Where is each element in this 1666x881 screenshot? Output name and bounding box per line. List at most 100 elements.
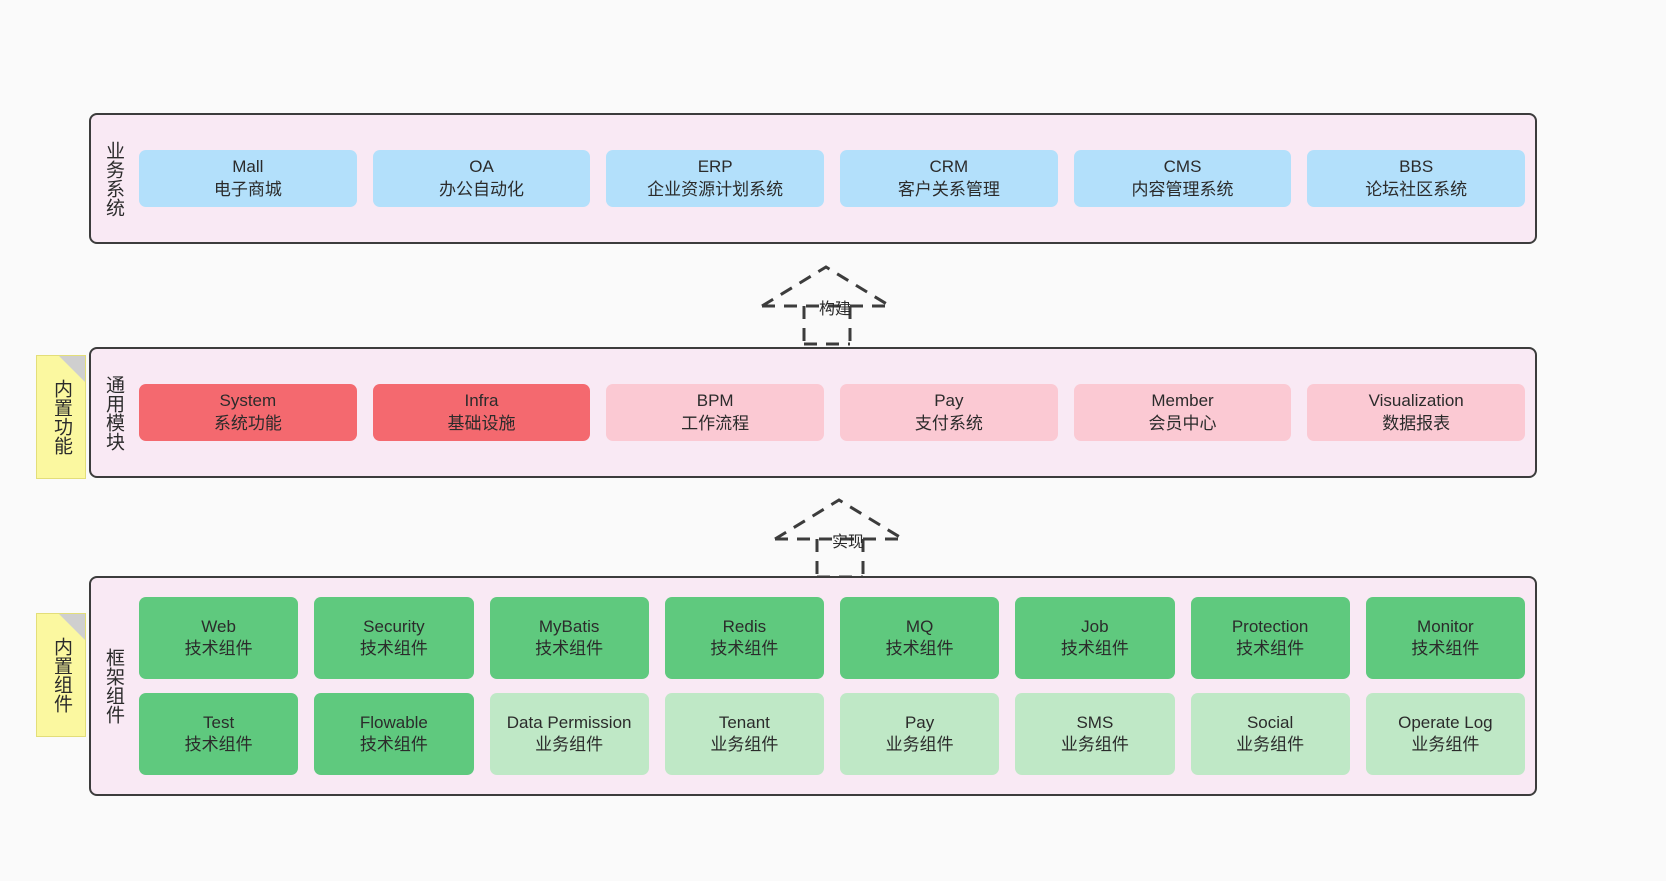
folded-corner-icon bbox=[59, 356, 85, 382]
node-sms[interactable]: SMS 业务组件 bbox=[1015, 693, 1175, 775]
sticky-note-builtin-feature: 内置功能 bbox=[36, 355, 86, 479]
node-mybatis[interactable]: MyBatis 技术组件 bbox=[489, 597, 649, 679]
node-crm[interactable]: CRM 客户关系管理 bbox=[840, 150, 1058, 207]
sticky-note-text: 内置组件 bbox=[51, 637, 73, 713]
node-subtitle: 客户关系管理 bbox=[897, 179, 1000, 199]
layer-title-business: 业务系统 bbox=[103, 140, 125, 217]
node-pay-business[interactable]: Pay 业务组件 bbox=[840, 693, 1000, 775]
node-title: Member bbox=[1151, 391, 1214, 411]
sticky-note-text: 内置功能 bbox=[51, 379, 73, 455]
node-subtitle: 支付系统 bbox=[914, 413, 983, 433]
folded-corner-icon bbox=[59, 614, 85, 640]
layer-title-common: 通用模块 bbox=[103, 374, 125, 451]
node-subtitle: 基础设施 bbox=[447, 413, 516, 433]
node-bpm[interactable]: BPM 工作流程 bbox=[606, 384, 825, 441]
node-row: Mall 电子商城 OA 办公自动化 ERP 企业资源计划系统 CRM 客户关系… bbox=[139, 150, 1526, 207]
node-subtitle: 业务组件 bbox=[535, 735, 604, 754]
node-title: System bbox=[219, 391, 277, 411]
node-subtitle: 业务组件 bbox=[710, 735, 779, 754]
node-title: CRM bbox=[929, 157, 969, 177]
node-subtitle: 技术组件 bbox=[1236, 639, 1305, 658]
node-subtitle: 技术组件 bbox=[359, 735, 428, 754]
node-title: Pay bbox=[934, 391, 964, 411]
node-title: OA bbox=[469, 157, 494, 177]
node-title: Tenant bbox=[718, 712, 770, 732]
node-mq[interactable]: MQ 技术组件 bbox=[840, 597, 1000, 679]
node-member[interactable]: Member 会员中心 bbox=[1073, 384, 1292, 441]
sticky-note-builtin-component: 内置组件 bbox=[36, 613, 86, 737]
node-subtitle: 业务组件 bbox=[1236, 735, 1305, 754]
node-visualization[interactable]: Visualization 数据报表 bbox=[1307, 384, 1526, 441]
node-subtitle: 技术组件 bbox=[1060, 639, 1129, 658]
node-oa[interactable]: OA 办公自动化 bbox=[372, 150, 591, 207]
node-subtitle: 数据报表 bbox=[1382, 413, 1451, 433]
node-title: Operate Log bbox=[1398, 712, 1493, 732]
node-row: System 系统功能 Infra 基础设施 BPM 工作流程 Pay 支付系统… bbox=[139, 384, 1526, 441]
node-subtitle: 技术组件 bbox=[184, 735, 253, 754]
node-subtitle: 技术组件 bbox=[710, 639, 779, 658]
node-title: Web bbox=[201, 616, 236, 636]
node-redis[interactable]: Redis 技术组件 bbox=[664, 597, 824, 679]
node-bbs[interactable]: BBS 论坛社区系统 bbox=[1307, 150, 1526, 207]
node-title: Mall bbox=[232, 157, 264, 177]
node-title: CMS bbox=[1163, 157, 1202, 177]
node-test[interactable]: Test 技术组件 bbox=[139, 693, 299, 775]
node-title: Protection bbox=[1231, 616, 1309, 636]
connector-label-build: 构建 bbox=[819, 301, 852, 318]
node-subtitle: 内容管理系统 bbox=[1131, 179, 1234, 199]
node-cms[interactable]: CMS 内容管理系统 bbox=[1073, 150, 1292, 207]
node-subtitle: 技术组件 bbox=[359, 639, 428, 658]
node-title: MyBatis bbox=[538, 616, 600, 636]
layer-business-system: 业务系统 Mall 电子商城 OA 办公自动化 ERP 企业资源计划系统 CRM… bbox=[89, 113, 1537, 244]
node-title: MQ bbox=[905, 616, 934, 636]
node-subtitle: 工作流程 bbox=[681, 413, 750, 433]
node-tenant[interactable]: Tenant 业务组件 bbox=[664, 693, 824, 775]
node-title: BBS bbox=[1399, 157, 1434, 177]
node-title: Redis bbox=[722, 616, 767, 636]
layer-title-framework: 框架组件 bbox=[103, 648, 125, 724]
node-title: Visualization bbox=[1368, 391, 1464, 411]
node-flowable[interactable]: Flowable 技术组件 bbox=[314, 693, 474, 775]
node-title: BPM bbox=[696, 391, 734, 411]
connector-build: 构建 bbox=[757, 262, 907, 346]
node-title: ERP bbox=[697, 157, 733, 177]
node-title: Pay bbox=[904, 712, 935, 732]
node-title: SMS bbox=[1076, 712, 1114, 732]
layer-common-module: 通用模块 System 系统功能 Infra 基础设施 BPM 工作流程 Pay… bbox=[89, 347, 1537, 478]
node-title: Social bbox=[1246, 712, 1294, 732]
node-row: Web 技术组件 Security 技术组件 MyBatis 技术组件 Redi… bbox=[139, 597, 1525, 679]
node-web[interactable]: Web 技术组件 bbox=[139, 597, 299, 679]
layer-framework-component: 框架组件 Web 技术组件 Security 技术组件 MyBatis 技术组件… bbox=[89, 576, 1537, 796]
node-subtitle: 办公自动化 bbox=[439, 179, 524, 199]
node-subtitle: 系统功能 bbox=[213, 413, 282, 433]
node-data-permission[interactable]: Data Permission 业务组件 bbox=[489, 693, 649, 775]
node-subtitle: 技术组件 bbox=[535, 639, 604, 658]
node-subtitle: 电子商城 bbox=[213, 179, 282, 199]
node-title: Security bbox=[363, 616, 425, 636]
node-title: Monitor bbox=[1417, 616, 1474, 636]
node-infra[interactable]: Infra 基础设施 bbox=[372, 384, 591, 441]
node-subtitle: 技术组件 bbox=[1411, 639, 1480, 658]
node-title: Data Permission bbox=[506, 712, 632, 732]
node-system[interactable]: System 系统功能 bbox=[139, 384, 357, 441]
node-monitor[interactable]: Monitor 技术组件 bbox=[1365, 597, 1525, 679]
node-security[interactable]: Security 技术组件 bbox=[314, 597, 474, 679]
node-subtitle: 论坛社区系统 bbox=[1365, 179, 1468, 199]
node-row: Test 技术组件 Flowable 技术组件 Data Permission … bbox=[139, 693, 1525, 775]
node-subtitle: 业务组件 bbox=[1411, 735, 1480, 754]
node-subtitle: 业务组件 bbox=[1060, 735, 1129, 754]
node-erp[interactable]: ERP 企业资源计划系统 bbox=[606, 150, 825, 207]
node-mall[interactable]: Mall 电子商城 bbox=[139, 150, 357, 207]
node-protection[interactable]: Protection 技术组件 bbox=[1190, 597, 1350, 679]
connector-implement: 实现 bbox=[770, 495, 920, 579]
node-subtitle: 会员中心 bbox=[1148, 413, 1217, 433]
node-social[interactable]: Social 业务组件 bbox=[1190, 693, 1350, 775]
node-operate-log[interactable]: Operate Log 业务组件 bbox=[1365, 693, 1525, 775]
layer-body-framework: Web 技术组件 Security 技术组件 MyBatis 技术组件 Redi… bbox=[135, 578, 1535, 794]
node-pay[interactable]: Pay 支付系统 bbox=[840, 384, 1058, 441]
node-title: Test bbox=[203, 712, 235, 732]
node-job[interactable]: Job 技术组件 bbox=[1015, 597, 1175, 679]
node-subtitle: 技术组件 bbox=[885, 639, 954, 658]
node-subtitle: 企业资源计划系统 bbox=[647, 179, 784, 199]
